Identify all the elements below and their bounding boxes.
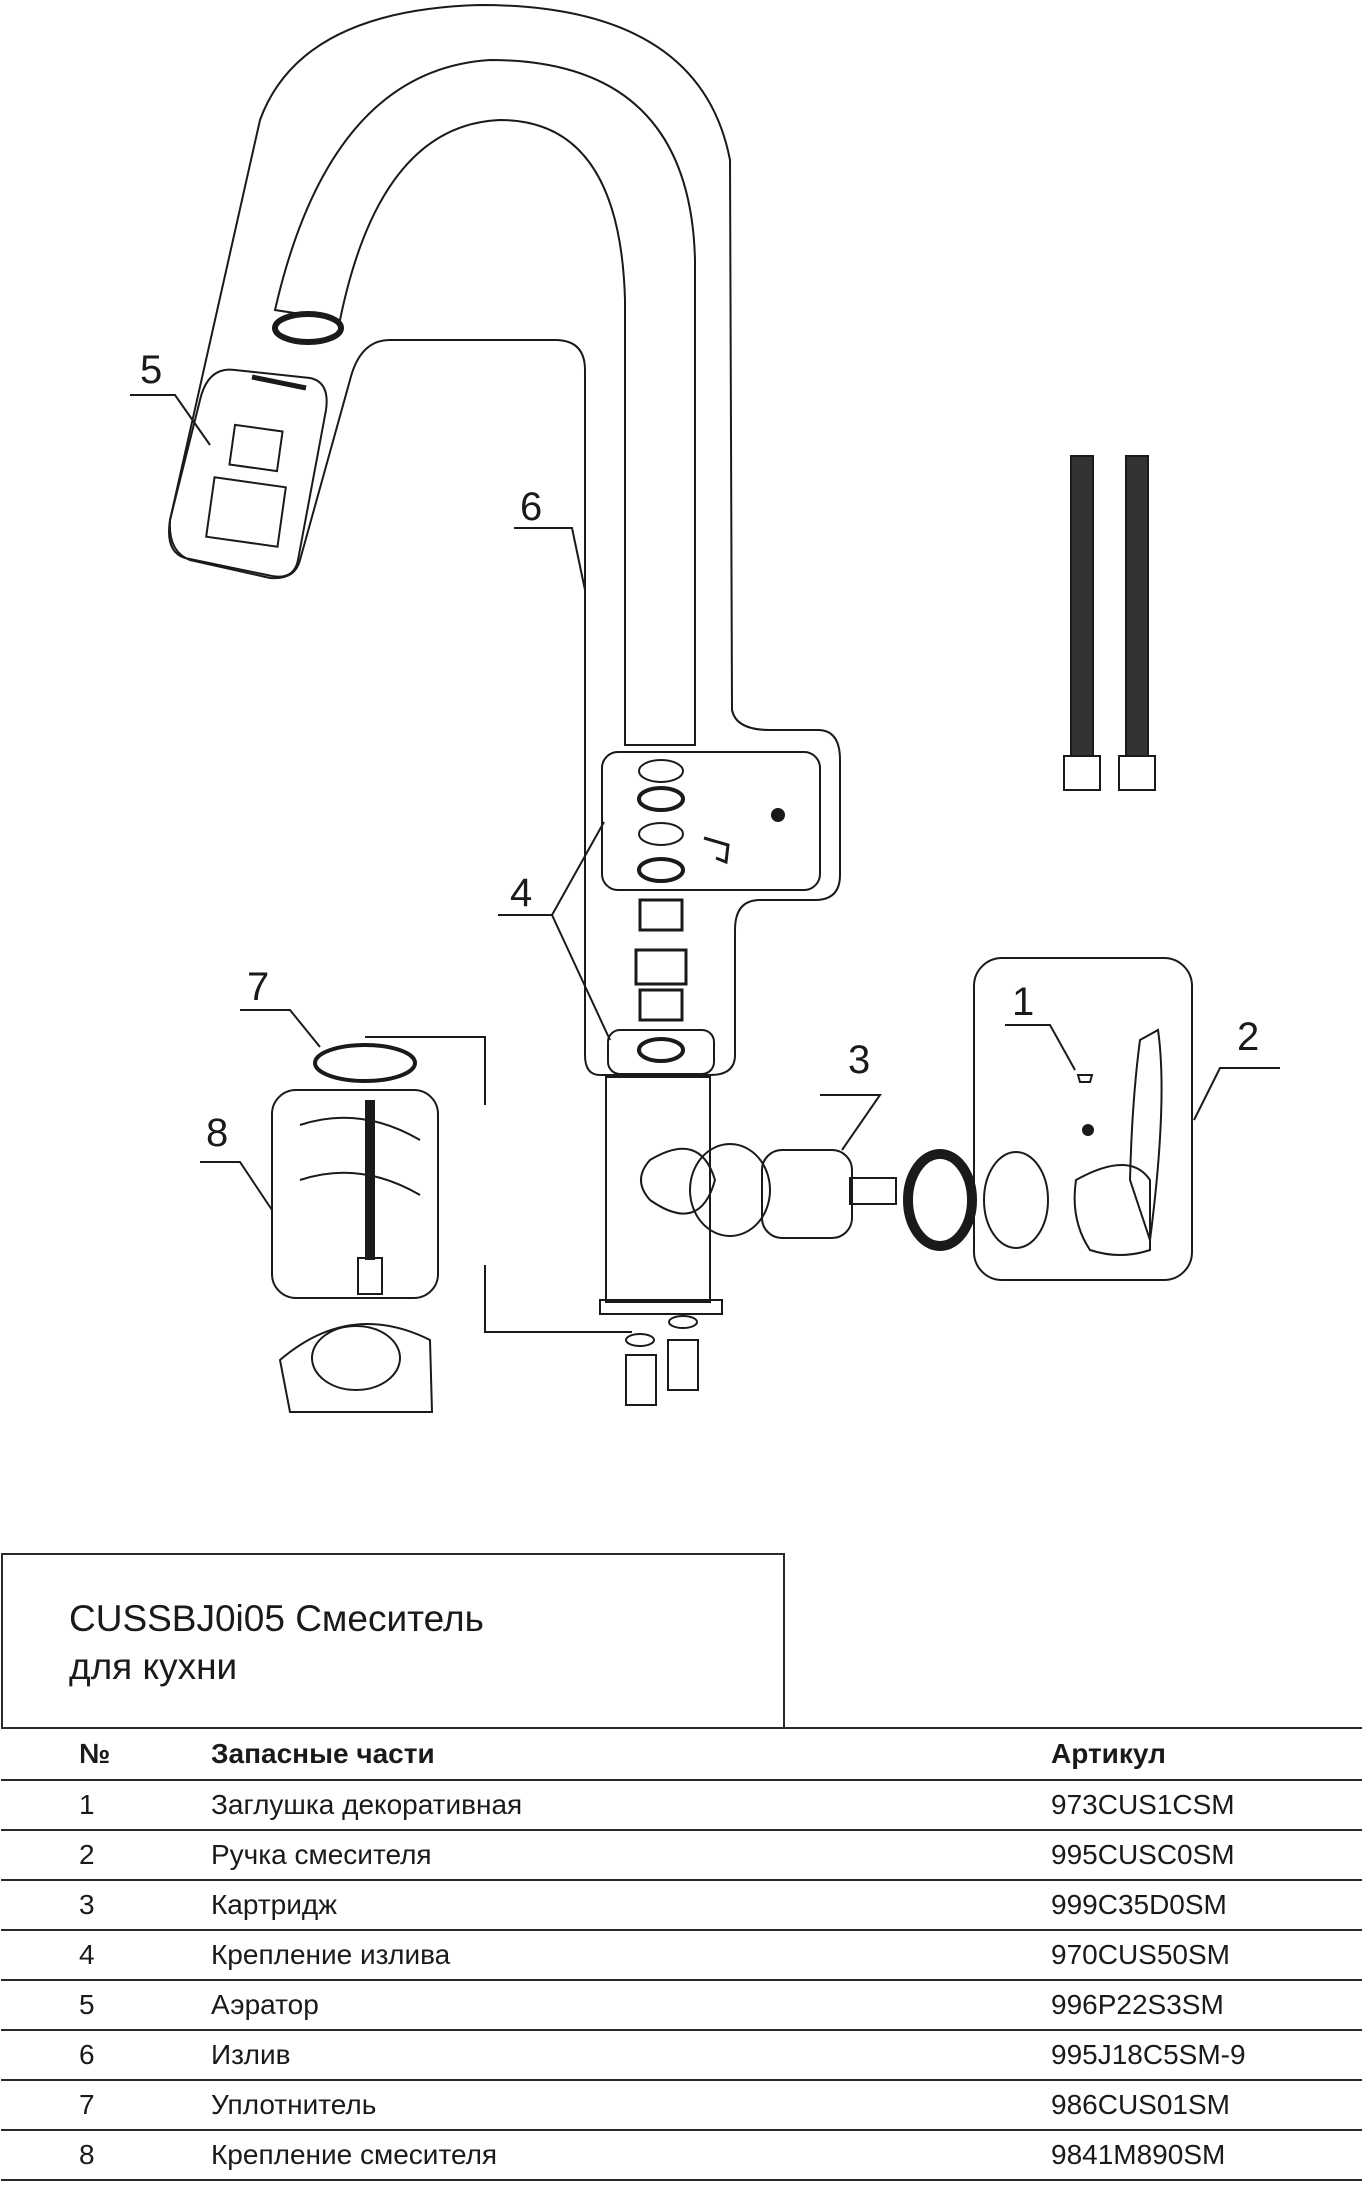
table-row: 7 Уплотнитель 986CUS01SM xyxy=(1,2079,1362,2131)
row-name: Заглушка декоративная xyxy=(211,1779,1051,1831)
callout-7: 7 xyxy=(247,965,269,1009)
row-num: 4 xyxy=(1,1929,211,1981)
mixer-body xyxy=(605,1076,711,1303)
mount-box-upper xyxy=(601,751,821,891)
table-row: 6 Излив 995J18C5SM-9 xyxy=(1,2029,1362,2081)
row-name: Крепление излива xyxy=(211,1929,1051,1981)
callout-6: 6 xyxy=(520,485,542,529)
row-article: 995CUSC0SM xyxy=(1051,1829,1362,1881)
exploded-diagram: 1 2 3 4 5 6 7 8 xyxy=(130,3,1280,1413)
mount-box-lower xyxy=(607,1029,715,1075)
header-name: Запасные части xyxy=(211,1727,1051,1781)
cartridge xyxy=(761,1149,853,1239)
row-name: Уплотнитель xyxy=(211,2079,1051,2131)
handle-box xyxy=(973,957,1193,1281)
row-num: 7 xyxy=(1,2079,211,2131)
callout-2: 2 xyxy=(1237,1015,1259,1059)
row-num: 2 xyxy=(1,1829,211,1881)
row-name: Картридж xyxy=(211,1879,1051,1931)
table-row: 2 Ручка смесителя 995CUSC0SM xyxy=(1,1829,1362,1881)
spout-outline xyxy=(168,3,841,1076)
title-line-2: для кухни xyxy=(69,1646,238,1687)
row-name: Излив xyxy=(211,2029,1051,2081)
hose-left xyxy=(1070,455,1094,757)
table-row: 4 Крепление излива 970CUS50SM xyxy=(1,1929,1362,1981)
title-box: CUSSBJ0i05 Смеситель для кухни xyxy=(1,1553,785,1727)
row-article: 9841M890SM xyxy=(1051,2129,1362,2181)
fixing-box xyxy=(271,1089,439,1299)
spout-tube xyxy=(273,58,696,746)
callout-3: 3 xyxy=(848,1038,870,1082)
parts-table: № Запасные части Артикул 1 Заглушка деко… xyxy=(1,1727,1362,2181)
aerator-insert xyxy=(228,423,284,473)
table-row: 5 Аэратор 996P22S3SM xyxy=(1,1979,1362,2031)
table-row: 8 Крепление смесителя 9841M890SM xyxy=(1,2129,1362,2181)
product-title: CUSSBJ0i05 Смеситель для кухни xyxy=(69,1595,484,1691)
row-name: Крепление смесителя xyxy=(211,2129,1051,2181)
header-num: № xyxy=(1,1727,211,1781)
seal-ring xyxy=(313,1043,417,1083)
hose-right xyxy=(1125,455,1149,757)
row-num: 6 xyxy=(1,2029,211,2081)
row-article: 995J18C5SM-9 xyxy=(1051,2029,1362,2081)
spout-tip xyxy=(272,311,344,345)
row-num: 5 xyxy=(1,1979,211,2031)
table-row: 1 Заглушка декоративная 973CUS1CSM xyxy=(1,1779,1362,1831)
row-num: 3 xyxy=(1,1879,211,1931)
callout-5: 5 xyxy=(140,348,162,392)
callout-1: 1 xyxy=(1012,980,1034,1024)
aerator-body xyxy=(205,476,287,548)
callout-4: 4 xyxy=(510,871,532,915)
fixing-nut xyxy=(278,1323,434,1413)
callout-8: 8 xyxy=(206,1111,228,1155)
title-line-1: CUSSBJ0i05 Смеситель xyxy=(69,1598,484,1639)
row-article: 970CUS50SM xyxy=(1051,1929,1362,1981)
table-row: 3 Картридж 999C35D0SM xyxy=(1,1879,1362,1931)
aerator-box xyxy=(168,368,328,578)
row-article: 999C35D0SM xyxy=(1051,1879,1362,1931)
table-header-row: № Запасные части Артикул xyxy=(1,1727,1362,1781)
row-article: 996P22S3SM xyxy=(1051,1979,1362,2031)
row-num: 8 xyxy=(1,2129,211,2181)
row-article: 973CUS1CSM xyxy=(1051,1779,1362,1831)
row-article: 986CUS01SM xyxy=(1051,2079,1362,2131)
header-article: Артикул xyxy=(1051,1727,1362,1781)
aerator-washer xyxy=(251,374,307,391)
row-name: Аэратор xyxy=(211,1979,1051,2031)
row-name: Ручка смесителя xyxy=(211,1829,1051,1881)
row-num: 1 xyxy=(1,1779,211,1831)
